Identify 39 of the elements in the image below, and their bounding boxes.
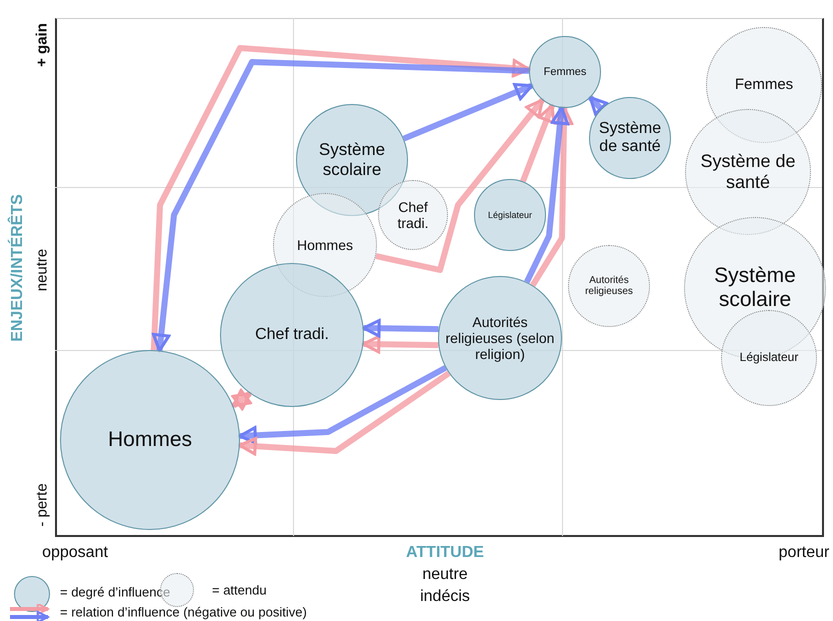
stakeholder-label: Femmes	[544, 66, 586, 78]
influence-arrow	[362, 319, 439, 338]
stakeholder-label: Législateur	[488, 210, 532, 220]
stakeholder-label: Hommes	[296, 236, 353, 254]
influence-arrow	[375, 98, 545, 273]
stakeholder-label: Système de santé	[699, 151, 797, 193]
axis-label: porteur	[778, 544, 830, 562]
influence-circle	[529, 36, 601, 108]
stakeholder-label: Femmes	[734, 76, 794, 94]
influence-arrow	[524, 106, 570, 284]
axis-title: ENJEUX/INTÉRÊTS	[9, 194, 27, 342]
stakeholder-label: Système scolaire	[713, 264, 797, 312]
stakeholder-label: Système de santé	[598, 120, 662, 156]
axis-label: neutre	[34, 248, 50, 292]
stakeholder-label: Autorités religieuses (selon religion)	[444, 314, 556, 362]
stakeholder-label: Chef tradi.	[396, 198, 430, 232]
axis-label: indécis	[420, 588, 470, 606]
influence-arrow	[238, 365, 448, 444]
legend-text: = degré d’influence	[60, 584, 170, 600]
axis-label: opposant	[42, 544, 108, 562]
stakeholder-label: Chef tradi.	[255, 326, 329, 344]
influence-arrow	[238, 370, 451, 456]
influence-arrow	[232, 388, 252, 410]
influence-circle	[474, 179, 546, 251]
axis-label: - perte	[34, 483, 50, 527]
stakeholder-label: Législateur	[740, 351, 798, 365]
stakeholder-label: Autorités religieuses	[584, 274, 634, 298]
influence-arrow	[520, 104, 556, 182]
influence-arrow	[362, 335, 438, 354]
stakeholder-label: Système scolaire	[318, 140, 386, 180]
legend-text: = attendu	[212, 582, 267, 598]
influence-arrow	[588, 96, 608, 116]
stakeholder-label: Hommes	[108, 428, 192, 452]
influence-arrow	[402, 82, 534, 142]
influence-arrow	[530, 106, 574, 287]
axis-label: neutre	[422, 566, 468, 584]
legend-text: = relation d’influence (négative ou positive)	[60, 604, 307, 620]
axis-title: ATTITUDE	[406, 544, 484, 562]
axis-label: + gain	[34, 23, 50, 67]
